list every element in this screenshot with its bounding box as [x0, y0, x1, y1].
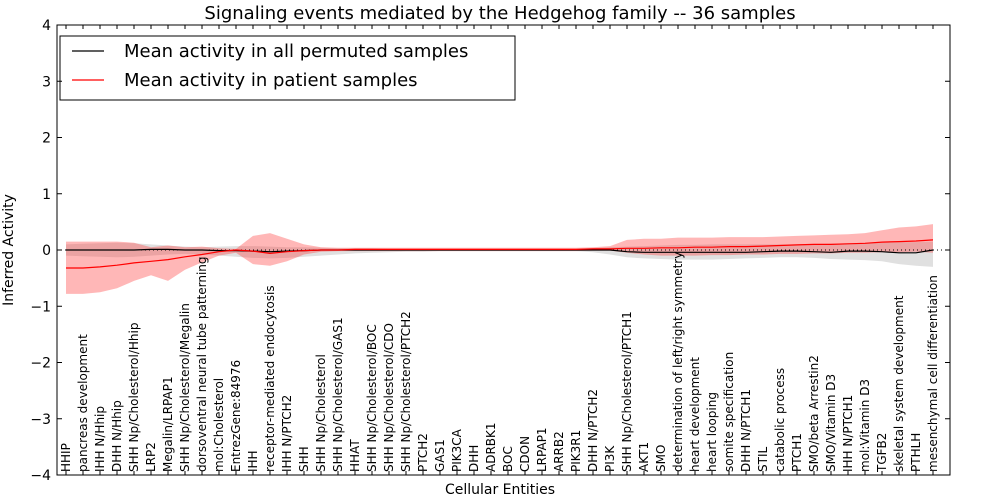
- x-tick-label: PIK3CA: [450, 428, 464, 472]
- x-tick-label: IHH N/Hhip: [93, 406, 107, 472]
- x-tick-label: ADRBK1: [484, 422, 498, 472]
- x-tick-label: SMO/Vitamin D3: [824, 374, 838, 472]
- x-tick-label: heart looping: [705, 392, 719, 472]
- x-tick-label: SHH Np/Cholesterol: [314, 354, 328, 472]
- y-tick-label: −4: [30, 468, 51, 484]
- y-tick-label: 0: [42, 243, 51, 259]
- x-tick-label: BOC: [501, 446, 515, 472]
- x-tick-label: SHH Np/Cholesterol/PTCH2: [399, 311, 413, 472]
- series-1-band: [66, 224, 933, 294]
- x-tick-label: TGFB2: [875, 433, 889, 473]
- x-tick-label: GAS1: [433, 439, 447, 472]
- series-0-band: [66, 241, 933, 267]
- x-tick-label: LRPAP1: [535, 427, 549, 472]
- x-tick-label: HHIP: [59, 443, 73, 472]
- x-tick-label: IHH: [246, 450, 260, 472]
- x-tick-label: mesenchymal cell differentiation: [926, 275, 940, 472]
- legend-label-0: Mean activity in all permuted samples: [124, 41, 468, 62]
- x-tick-label: SHH Np/Cholesterol/Hhip: [127, 323, 141, 472]
- series-1-line: [66, 239, 934, 269]
- x-tick-label: PTCH2: [416, 433, 430, 472]
- x-tick-label: mol:Cholesterol: [212, 378, 226, 472]
- x-tick-label: SHH Np/Cholesterol/BOC: [365, 324, 379, 472]
- x-tick-label: SMO: [654, 445, 668, 472]
- x-tick-label: DHH N/Hhip: [110, 400, 124, 472]
- y-tick-label: −1: [30, 299, 51, 315]
- y-tick-label: 1: [42, 187, 51, 203]
- x-tick-label: determination of left/right symmetry: [671, 252, 685, 472]
- x-axis-label: Cellular Entities: [445, 482, 555, 498]
- y-tick-label: −3: [30, 412, 51, 428]
- x-tick-label: IHH N/PTCH1: [841, 395, 855, 472]
- x-tick-label: ARRB2: [552, 431, 566, 472]
- y-tick-label: 2: [42, 131, 51, 147]
- x-tick-label: DHH: [467, 445, 481, 472]
- x-tick-label: catabolic process: [773, 368, 787, 472]
- x-tick-label: PTHLH: [909, 433, 923, 472]
- x-tick-label: SHH Np/Cholesterol/PTCH1: [620, 311, 634, 472]
- x-tick-label: SMO/beta Arrestin2: [807, 355, 821, 472]
- x-tick-label: SHH Np/Cholesterol/GAS1: [331, 317, 345, 472]
- x-tick-label: CDON: [518, 436, 532, 472]
- y-tick-label: 4: [42, 18, 51, 34]
- x-tick-label: PTCH1: [790, 433, 804, 472]
- y-tick-label: 3: [42, 74, 51, 90]
- x-tick-label: HHAT: [348, 439, 362, 472]
- x-tick-label: DHH N/PTCH1: [739, 389, 753, 472]
- x-tick-label: PI3K: [603, 445, 617, 472]
- x-tick-label: mol:Vitamin D3: [858, 379, 872, 472]
- legend-label-1: Mean activity in patient samples: [124, 70, 418, 91]
- x-tick-label: LRP2: [144, 442, 158, 472]
- legend-box: [59, 35, 516, 101]
- x-tick-label: somite specification: [722, 352, 736, 472]
- x-tick-label: SHH: [297, 446, 311, 472]
- legend: Mean activity in all permuted samplesMea…: [59, 35, 516, 101]
- x-tick-label: EntrezGene:84976: [229, 360, 243, 472]
- y-tick-label: −2: [30, 356, 51, 372]
- x-tick-label: skeletal system development: [892, 295, 906, 472]
- x-tick-label: pancreas development: [76, 334, 90, 472]
- x-tick-label: SHH Np/Cholesterol/CDO: [382, 323, 396, 472]
- x-tick-label: SHH Np/Cholesterol/Megalin: [178, 303, 192, 472]
- x-tick-label: DHH N/PTCH2: [586, 389, 600, 472]
- x-tick-label: AKT1: [637, 442, 651, 472]
- x-tick-label: STIL: [756, 447, 770, 472]
- y-axis-label: Inferred Activity: [1, 194, 17, 306]
- x-tick-label: dorsoventral neural tube patterning: [195, 256, 209, 472]
- x-tick-label: Megalin/LRPAP1: [161, 376, 175, 472]
- chart-title: Signaling events mediated by the Hedgeho…: [204, 3, 795, 24]
- plot-area: [57, 224, 950, 294]
- x-tick-label: PIK3R1: [569, 430, 583, 472]
- x-tick-label: receptor-mediated endocytosis: [263, 285, 277, 472]
- x-tick-label: heart development: [688, 357, 702, 472]
- x-tick-label: IHH N/PTCH2: [280, 395, 294, 472]
